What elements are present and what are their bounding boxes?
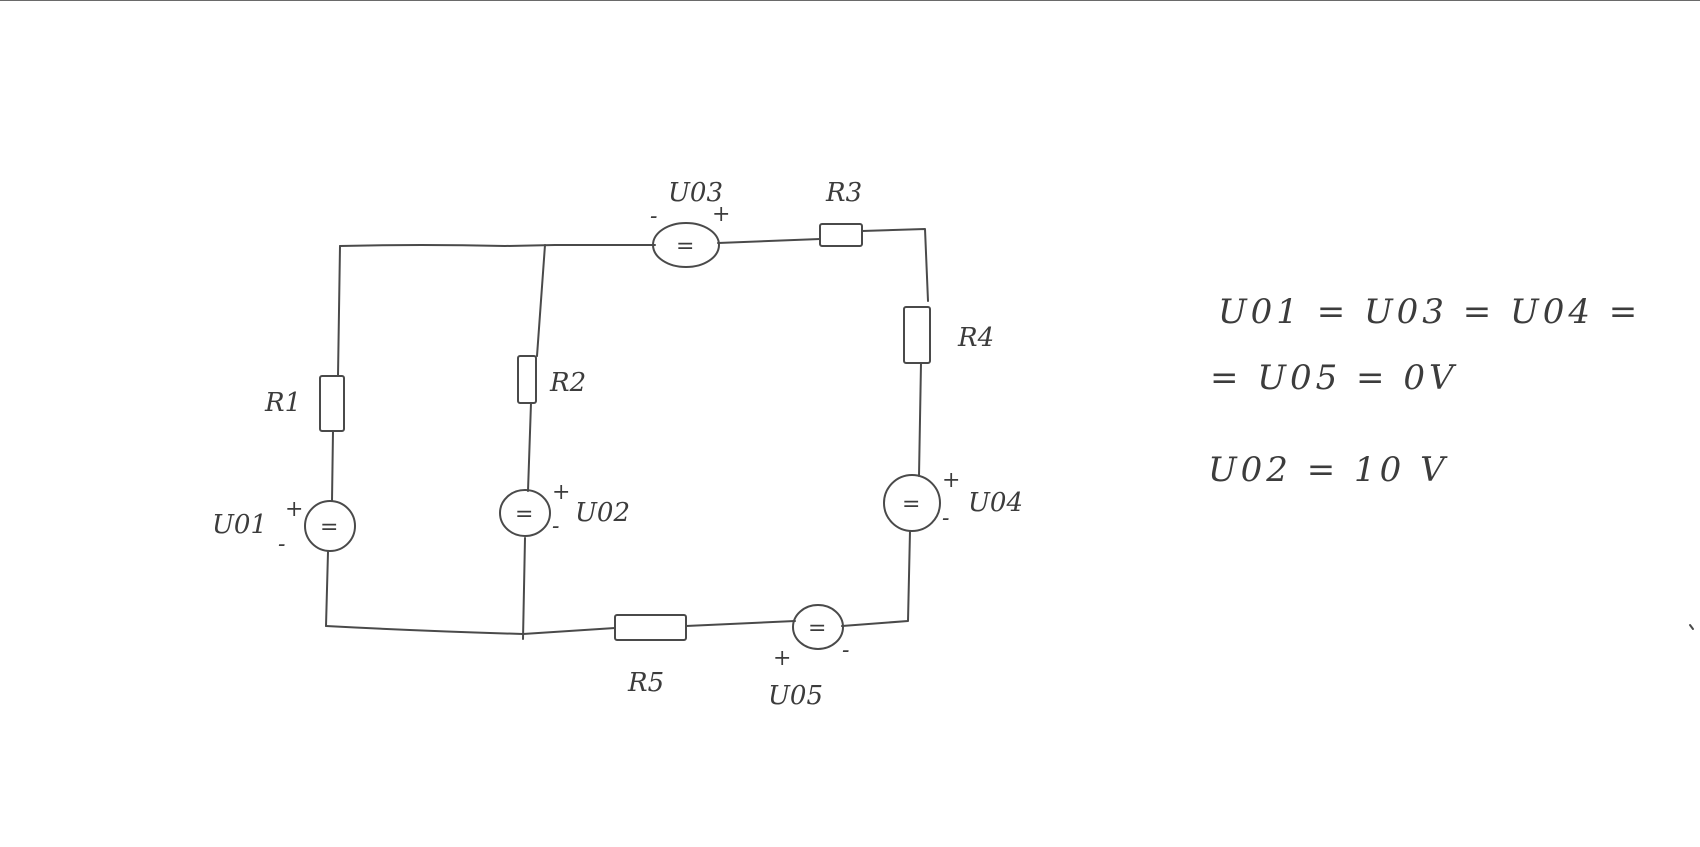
- u05-plus: +: [773, 646, 791, 671]
- wire-top-right: [861, 228, 929, 302]
- wire-bottom-r5-to-u05: [685, 620, 796, 627]
- label-u02: U02: [575, 498, 630, 528]
- u04-minus: -: [942, 506, 949, 531]
- note-line-3: U02 = 10 V: [1208, 450, 1449, 490]
- resistor-r3: [819, 223, 863, 247]
- wire-left-bottom: [325, 551, 329, 627]
- label-r3: R3: [825, 178, 862, 208]
- source-u04-equals: =: [902, 492, 920, 517]
- component-labels: R1 R2 R3 R4 R5 U01 U02 U03 U04 U05: [212, 178, 1023, 711]
- notes: U01 = U03 = U04 = = U05 = 0V U02 = 10 V: [1208, 292, 1641, 490]
- polarity-marks: + - + - - + + - + -: [278, 202, 960, 671]
- wire-bottom-left: [325, 625, 616, 635]
- wire-left-r1-to-u01: [331, 430, 334, 502]
- u05-minus: -: [842, 638, 849, 663]
- resistor-r2: [517, 355, 537, 404]
- source-u02-equals: =: [515, 502, 533, 527]
- wire-mid-r2-to-u02: [527, 402, 532, 492]
- wire-mid-bottom: [522, 537, 526, 640]
- wire-left-top: [337, 245, 341, 377]
- wires: [325, 228, 929, 640]
- voltage-sources: = = = = =: [304, 222, 941, 650]
- label-u01: U01: [212, 510, 267, 540]
- source-u04: =: [883, 474, 941, 532]
- wire-right-r4-to-u04: [918, 362, 922, 477]
- u02-minus: -: [552, 514, 559, 539]
- source-u05-equals: =: [808, 616, 826, 641]
- u03-plus: +: [712, 202, 730, 227]
- label-r1: R1: [264, 388, 301, 418]
- wire-right-u04-to-corner: [841, 530, 911, 627]
- source-u02: =: [499, 489, 551, 537]
- wire-mid-top: [536, 244, 546, 357]
- label-u05: U05: [768, 681, 823, 711]
- note-line-2: = U05 = 0V: [1210, 358, 1458, 398]
- u03-minus: -: [650, 204, 657, 229]
- label-r2: R2: [549, 368, 586, 398]
- u02-plus: +: [552, 480, 570, 505]
- u04-plus: +: [942, 468, 960, 493]
- pencil-mark: [1689, 624, 1694, 630]
- label-r4: R4: [957, 323, 994, 353]
- source-u01-equals: =: [320, 515, 338, 540]
- u01-minus: -: [278, 532, 285, 557]
- source-u05: =: [792, 604, 844, 650]
- resistors: [319, 223, 931, 641]
- u01-plus: +: [285, 497, 303, 522]
- note-line-1: U01 = U03 = U04 =: [1218, 292, 1641, 332]
- label-u03: U03: [668, 178, 723, 208]
- resistor-r4: [903, 306, 931, 364]
- resistor-r5: [614, 614, 687, 641]
- wire-top-left: [339, 244, 656, 247]
- label-u04: U04: [968, 488, 1023, 518]
- resistor-r1: [319, 375, 345, 432]
- source-u03-equals: =: [676, 234, 694, 259]
- wire-top-mid: [717, 238, 821, 244]
- label-r5: R5: [627, 668, 664, 698]
- source-u01: =: [304, 500, 356, 552]
- source-u03: =: [652, 222, 720, 268]
